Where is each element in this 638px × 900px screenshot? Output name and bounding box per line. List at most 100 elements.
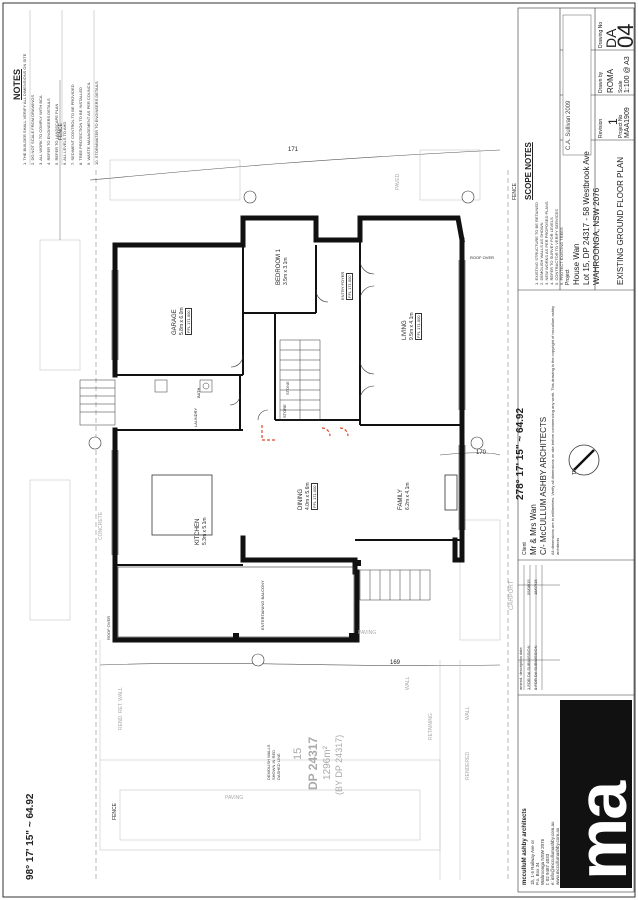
paved-label: PAVED: [395, 173, 401, 190]
note-line: 4. REFER TO ENGINEERS DETAILS: [46, 98, 51, 165]
scope-note-line: 6. PROTECT EXISTING TREES: [559, 227, 564, 285]
internal-stair: [279, 339, 321, 421]
lot-number: 15: [292, 747, 304, 760]
client-line-1: Mr & Mrs Wan: [529, 504, 538, 555]
room-level-entry: FFL 171.000: [346, 273, 353, 300]
carport-label: CARPORT: [509, 580, 515, 610]
room-level-garage: FFL 171.000: [185, 308, 192, 335]
sheet-number: 04: [613, 23, 638, 48]
note-line: 8. TREE PROTECTION TO BE INSTALLED: [78, 87, 83, 165]
revision-date: 05/08/15: [526, 579, 531, 595]
room-name-balcony: ENTERTAINING BALCONY: [260, 580, 265, 630]
demolished-walls: [261, 425, 349, 441]
firm-name: mcculluM ashby architects: [522, 808, 528, 885]
firm-address-line: www.mccullumashby.com.au: [555, 827, 560, 885]
side-steps: [79, 379, 116, 426]
rendered-label: RENDERED: [465, 751, 471, 780]
fence-label: FENCE: [512, 183, 518, 200]
room-name-garage: GARAGE: [172, 309, 178, 335]
bearing-bottom: 98° 17' 15" ~ 64.92: [25, 793, 36, 880]
contour-169: [99, 663, 501, 666]
room-level-dining: FFL 171.000: [311, 483, 318, 510]
revision-label: Revision: [598, 118, 604, 138]
room-name-bedroom: BEDROOM 1: [276, 248, 282, 285]
revision-header: amend. description date: [518, 647, 523, 690]
wall-label: WALL: [465, 706, 471, 720]
copyright-note: All dimensions are in millimetres. Verif…: [550, 305, 560, 555]
room-name-bath: BATH: [196, 387, 201, 398]
room-name-laundry: LAUNDRY: [193, 407, 198, 427]
revision-row: 0 FOR DA SUBMISSION: [533, 645, 538, 690]
demolish-note: DEMOLISH WALLS SHOWN IN RED DASHED LINE: [266, 744, 281, 780]
north-arrow: [568, 444, 600, 476]
kitchen-island: [151, 474, 213, 536]
revision-row: 1 FOR DA SUBMISSION: [526, 645, 531, 690]
fence-label: FENCE: [58, 123, 64, 140]
room-name-living: LIVING: [402, 320, 408, 340]
concrete-label: CONCRETE: [98, 511, 104, 540]
contour-169-label: 169: [390, 660, 401, 666]
client-label: Client: [522, 542, 528, 555]
drawn-value: ROMA: [606, 69, 615, 93]
grid-bubbles: [88, 190, 484, 667]
room-name-family: FAMILY: [398, 489, 404, 510]
contour-171: [89, 149, 501, 181]
note-line: 10. STORMWATER TO ENGINEERS DETAILS: [94, 81, 99, 165]
external-walls: [112, 215, 465, 643]
stone-label: STONE: [285, 381, 290, 395]
paving-label: PAVING: [225, 795, 244, 801]
note-line: 7. SEDIMENT CONTROL TO BE PROVIDED: [70, 84, 75, 165]
project-line-2: Lot 15, DP 24317 - 58 Westbrook Ave: [582, 151, 591, 285]
logo-block: [560, 700, 632, 888]
seal-stamp: [562, 14, 592, 156]
drawing-title: EXISTING GROUND FLOOR PLAN: [616, 156, 625, 285]
revision-table: [518, 565, 560, 690]
north-label: TN: [572, 468, 578, 475]
scope-notes-heading: SCOPE NOTES: [524, 142, 533, 200]
bath-fixtures: [154, 379, 213, 393]
room-size-bedroom: 3.5m x 3.1m: [283, 257, 289, 285]
lot-area-note: (BY DP 24317): [334, 734, 344, 795]
notes-block: [29, 10, 95, 165]
site-context: [29, 149, 501, 880]
door-swings: [229, 259, 375, 421]
balcony-outline: [117, 566, 355, 638]
note-line: 2. DO NOT SCALE FROM DRAWINGS: [30, 94, 35, 165]
fence-label: FENCE: [112, 803, 118, 820]
notes-heading: NOTES: [12, 68, 22, 100]
wall-label: WALL: [405, 676, 411, 690]
balcony-posts: [233, 560, 361, 639]
note-line: 9. WASTE MANAGEMENT AS PER COUNCIL: [86, 82, 91, 165]
room-size-family: 6.2m x 4.1m: [405, 482, 411, 510]
retaining-label: RETAINING: [428, 713, 434, 740]
scale-value: 1:100 @ A3: [624, 56, 631, 93]
room-name-store: STORE: [282, 404, 287, 418]
room-name-dining: DINING: [298, 489, 304, 510]
project-no-value: MAA1909: [624, 107, 631, 138]
roof-over-label: ROOF OVER: [470, 255, 495, 260]
room-level-living: FFL 171.000: [415, 313, 422, 340]
note-line: 1. THE BUILDER SHALL VERIFY ALL DIMENSIO…: [22, 53, 27, 165]
revision-date: 18/07/15: [533, 579, 538, 595]
project-line-1: House Wan: [572, 243, 581, 286]
internal-walls: [115, 240, 462, 566]
drawn-label: Drawn by: [598, 71, 604, 93]
external-steps: [359, 569, 431, 601]
client-line-2: C/- McCULLUM ASHBY ARCHITECTS: [539, 416, 548, 555]
room-name-kitchen: KITCHEN: [195, 518, 201, 545]
title-block-frame: [517, 7, 635, 893]
lot-area: 1296m²: [322, 746, 333, 780]
lot-dp: DP 24317: [306, 736, 320, 790]
firm-logo: ma: [563, 782, 638, 880]
room-name-entry: ENTRY FOYER: [340, 271, 345, 300]
rend-ret-wall-label: REND. RET. WALL: [118, 687, 124, 730]
project-label: Project: [565, 269, 571, 285]
project-line-3: WAHROONGA, NSW 2076: [592, 187, 601, 285]
contour-170-label: 170: [476, 450, 487, 456]
bearing-top: 278° 17' 15" ~ 64.92: [515, 407, 526, 500]
roof-over-label: ROOF OVER: [106, 615, 111, 640]
contour-171-label: 171: [288, 147, 299, 153]
